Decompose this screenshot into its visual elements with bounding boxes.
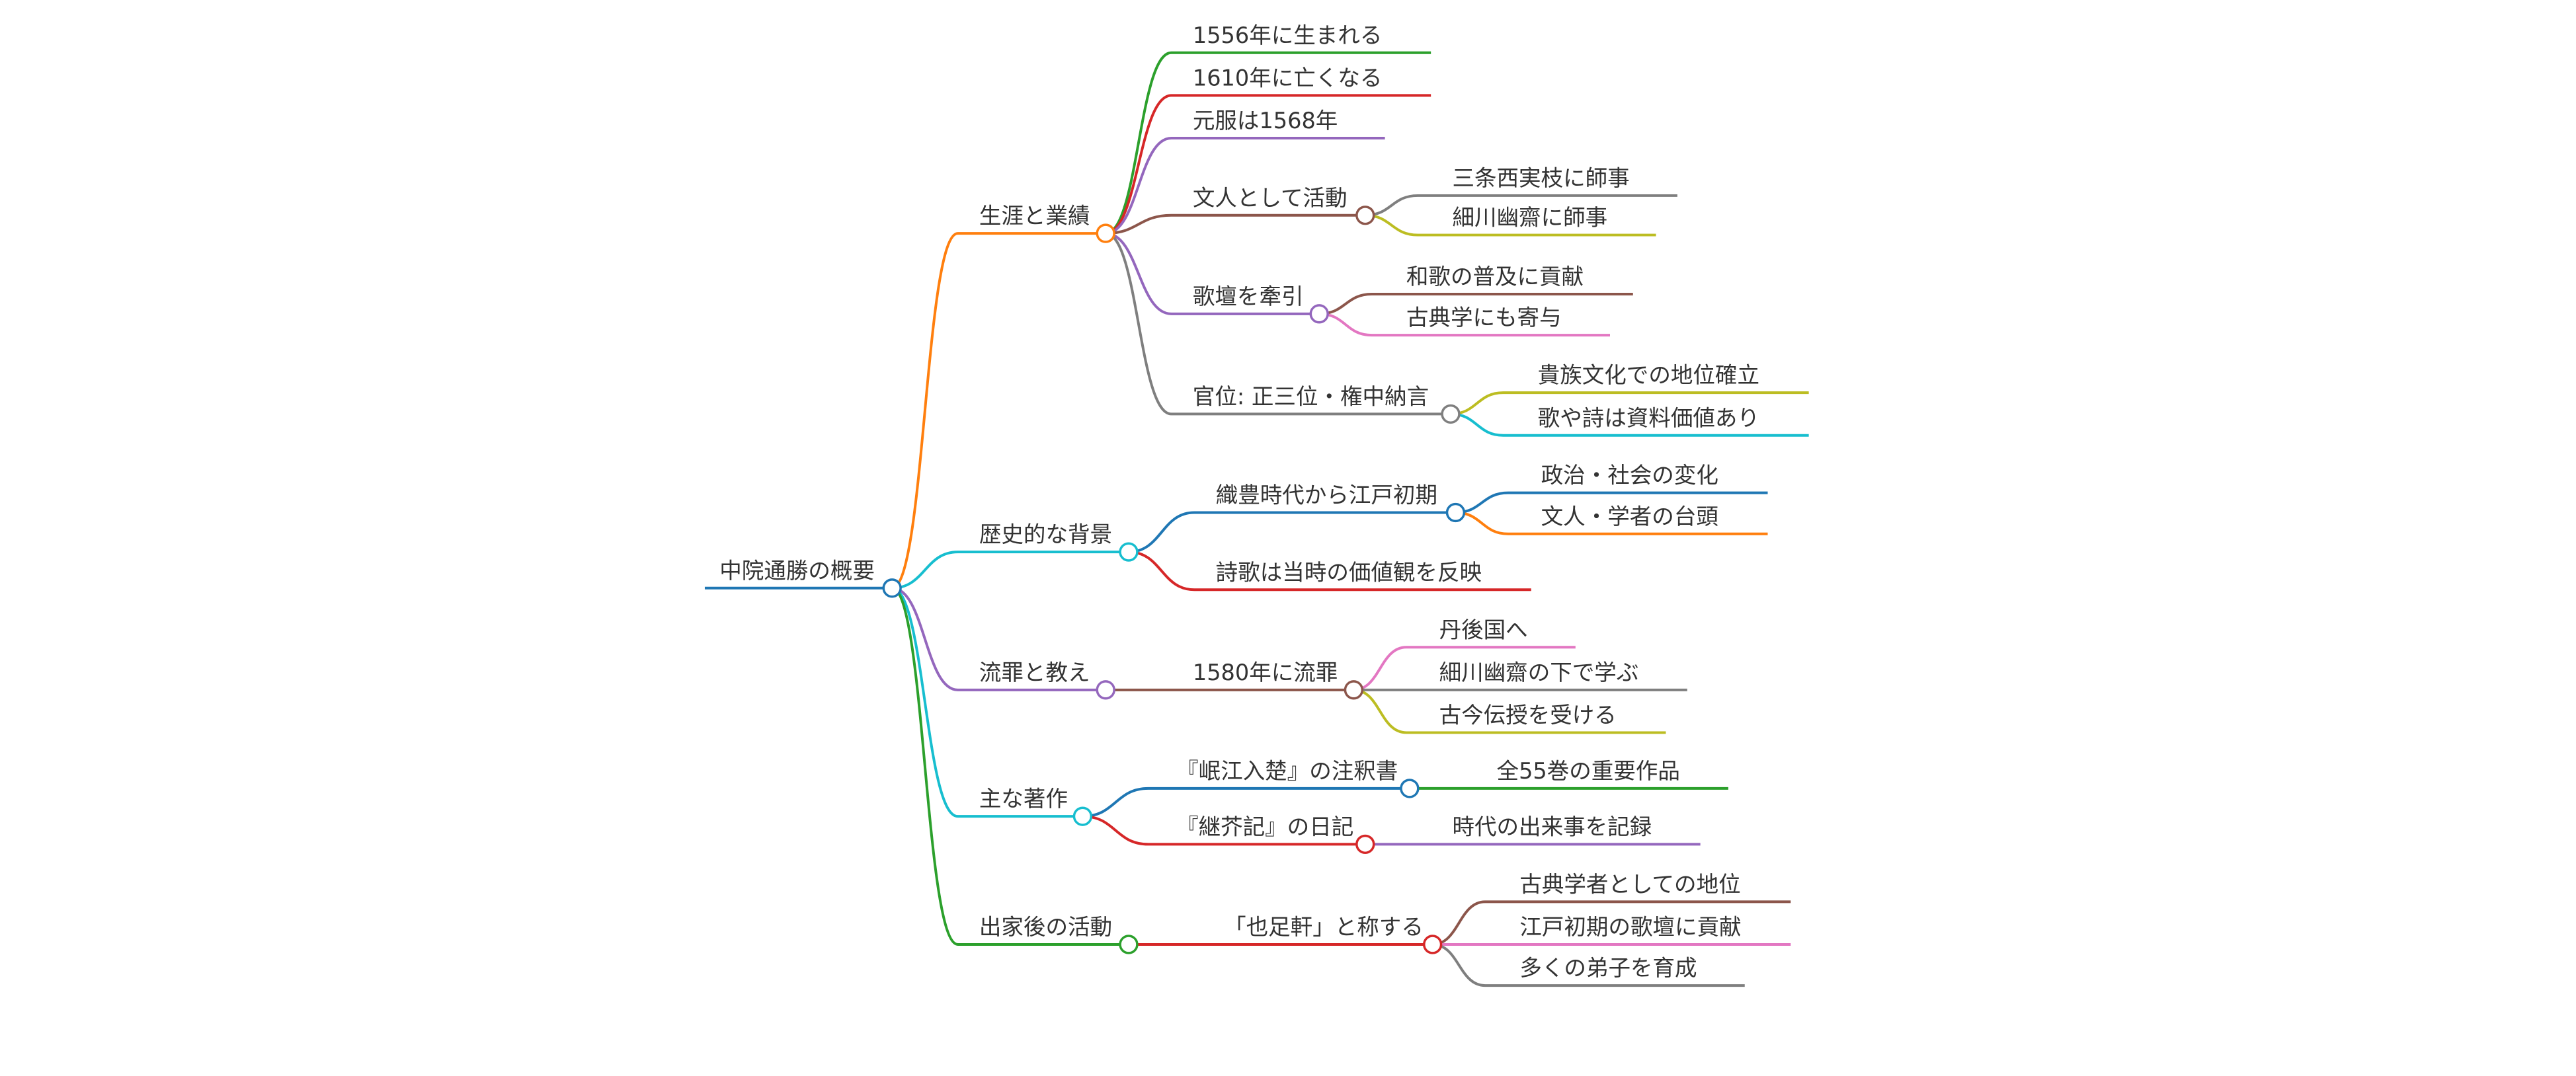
node-toggle[interactable] [1096, 223, 1115, 243]
node-label[interactable]: 江戸初期の歌壇に貢献 [1519, 914, 1741, 940]
node-toggle[interactable] [1422, 935, 1443, 954]
edge [1105, 94, 1431, 235]
node-label[interactable]: 全55巻の重要作品 [1497, 758, 1680, 784]
edge [1105, 232, 1451, 416]
node-toggle[interactable] [1445, 502, 1466, 523]
node-label[interactable]: 貴族文化での地位確立 [1538, 362, 1759, 388]
node-label[interactable]: 文人・学者の台頭 [1541, 504, 1718, 529]
node-label[interactable]: 主な著作 [979, 786, 1068, 812]
circles [882, 206, 1466, 954]
edge [1105, 136, 1385, 235]
node-label[interactable]: 1580年に流罪 [1193, 660, 1338, 685]
node-toggle[interactable] [882, 578, 902, 598]
edge [1128, 551, 1531, 592]
edge [891, 232, 1106, 590]
edge [1106, 232, 1320, 315]
edge [1082, 787, 1410, 818]
node-label[interactable]: 和歌の普及に貢献 [1406, 264, 1584, 289]
edge [1106, 213, 1365, 235]
node-label[interactable]: 古典学にも寄与 [1406, 305, 1562, 330]
node-label[interactable]: 細川幽齋に師事 [1452, 205, 1607, 231]
node-toggle[interactable] [1119, 935, 1139, 954]
node-label[interactable]: 元服は1568年 [1193, 108, 1338, 134]
node-toggle[interactable] [1309, 304, 1329, 324]
node-label[interactable]: 歌や詩は資料価値あり [1538, 405, 1759, 431]
node-label[interactable]: 詩歌は当時の価値観を反映 [1216, 559, 1482, 585]
node-toggle[interactable] [1072, 806, 1093, 826]
node-label[interactable]: 官位: 正三位・権中納言 [1193, 383, 1429, 409]
node-label[interactable]: 歴史的な背景 [979, 521, 1112, 547]
node-toggle[interactable] [1400, 779, 1420, 798]
node-label[interactable]: 歌壇を牽引 [1193, 284, 1304, 309]
node-toggle[interactable] [1344, 680, 1364, 700]
edge [1082, 815, 1365, 846]
node-toggle[interactable] [1096, 680, 1115, 700]
edge [892, 551, 1129, 590]
node-label[interactable]: 古今伝授を受ける [1439, 703, 1617, 728]
node-label[interactable]: 『岷江入楚』の注釈書 [1176, 758, 1398, 784]
node-label[interactable]: 三条西実枝に師事 [1452, 165, 1629, 191]
edge [1128, 511, 1456, 554]
node-label[interactable]: 『継芥記』の日記 [1176, 814, 1353, 839]
node-label[interactable]: 細川幽齋の下で学ぶ [1439, 660, 1639, 685]
node-label[interactable]: 1610年に亡くなる [1193, 65, 1383, 91]
node-label[interactable]: 文人として活動 [1193, 185, 1348, 211]
root-node-label[interactable]: 中院通勝の概要 [719, 558, 875, 584]
node-label[interactable]: 流罪と教え [979, 660, 1090, 685]
node-toggle[interactable] [1355, 834, 1375, 855]
edge [891, 586, 1129, 946]
node-label[interactable]: 出家後の活動 [979, 914, 1112, 940]
node-label[interactable]: 「也足軒」と称する [1224, 914, 1424, 940]
node-label[interactable]: 古典学者としての地位 [1519, 871, 1740, 897]
node-label[interactable]: 丹後国へ [1439, 617, 1528, 642]
node-toggle[interactable] [1355, 206, 1375, 225]
node-label[interactable]: 多くの弟子を育成 [1519, 955, 1697, 981]
node-label[interactable]: 政治・社会の変化 [1541, 463, 1718, 488]
node-toggle[interactable] [1441, 404, 1461, 424]
edge [891, 586, 1083, 818]
edge [1105, 51, 1431, 235]
node-label[interactable]: 織豊時代から江戸初期 [1216, 482, 1437, 508]
edge [891, 586, 1106, 691]
node-label[interactable]: 1556年に生まれる [1193, 22, 1383, 48]
node-label[interactable]: 生涯と業績 [979, 203, 1090, 229]
node-toggle[interactable] [1119, 542, 1139, 562]
node-label[interactable]: 時代の出来事を記録 [1452, 814, 1652, 839]
